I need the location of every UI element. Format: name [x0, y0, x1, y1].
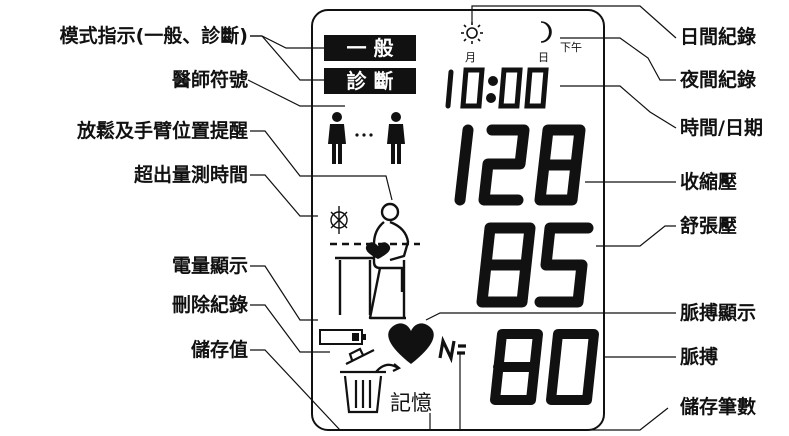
- cuff-heart-icon: [365, 242, 391, 259]
- trash-icon: [340, 347, 402, 414]
- pulse-heart-icon: [388, 323, 434, 364]
- diastolic-digits: [476, 222, 594, 308]
- mode-diag-text: 診 斷: [346, 69, 394, 93]
- leader-lines-right: [425, 5, 677, 431]
- label-delete-record: 刪除紀錄: [171, 294, 248, 316]
- label-record-count: 儲存筆數: [680, 396, 757, 418]
- leader-lines-left: [247, 35, 460, 431]
- label-night-record: 夜間紀錄: [680, 69, 757, 91]
- label-doctor-symbol: 醫師符號: [171, 69, 248, 91]
- systolic-digits: [454, 124, 586, 206]
- doctor-icon: [328, 112, 405, 164]
- label-relax-reminder: 放鬆及手臂位置提醒: [76, 120, 248, 142]
- mode-diag-box: [324, 68, 416, 94]
- label-diastolic: 舒張壓: [680, 215, 738, 237]
- label-day-record: 日間紀錄: [680, 26, 757, 48]
- label-pulse-indicator: 脈搏顯示: [680, 302, 757, 324]
- seated-person-icon: [330, 202, 420, 320]
- n-equals-icon: [438, 335, 466, 364]
- label-time-date: 時間/日期: [680, 117, 763, 139]
- label-pulse: 脈搏: [680, 346, 719, 368]
- mode-general-text: 一 般: [346, 36, 394, 60]
- overtime-clock-icon: [330, 206, 348, 234]
- moon-icon: [540, 21, 552, 43]
- label-battery: 電量顯示: [171, 255, 248, 277]
- label-mode-indicator: 模式指示(一般、診斷): [59, 25, 248, 47]
- label-systolic: 收縮壓: [680, 171, 738, 193]
- memory-caption: 記憶: [390, 391, 432, 415]
- mode-general-box: [324, 35, 416, 61]
- pulse-digits: [490, 329, 599, 405]
- battery-icon: [319, 329, 366, 345]
- time-digits: [445, 67, 549, 109]
- sun-icon: [461, 22, 483, 44]
- label-overtime: 超出量測時間: [133, 164, 248, 186]
- moon-caption: 日: [538, 51, 549, 64]
- pm-caption: 下午: [560, 41, 582, 54]
- sun-caption: 月: [465, 51, 476, 64]
- label-stored-value: 儲存值: [190, 339, 248, 361]
